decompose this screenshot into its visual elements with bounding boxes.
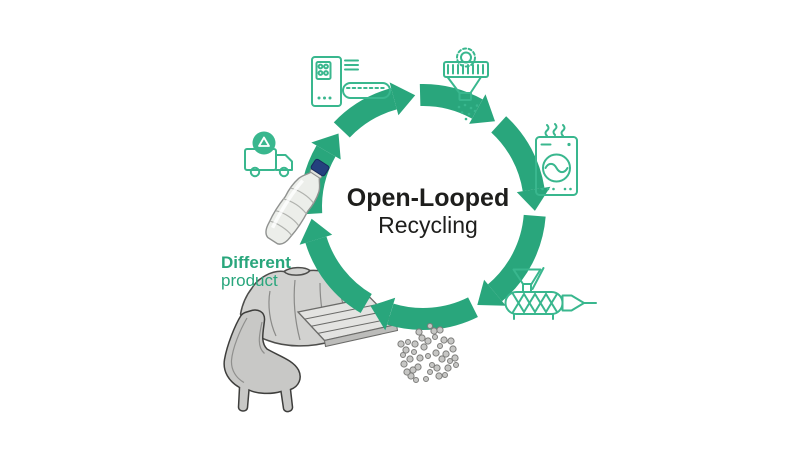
pellet-dot <box>425 353 431 359</box>
loop-arrowhead <box>311 133 341 160</box>
different-product-label-line2: product <box>221 271 278 291</box>
pellet-dot <box>397 340 405 348</box>
pellet-dot <box>403 368 411 376</box>
pellet-dot <box>433 364 441 372</box>
pellet-dot <box>416 354 424 362</box>
loop-arrow-segment <box>419 83 483 119</box>
pellet-dot <box>442 350 450 358</box>
pellet-dot <box>447 337 455 345</box>
loop-arrowhead <box>477 279 506 306</box>
diagram-title-line2: Recycling <box>378 212 478 239</box>
pellet-dot <box>447 358 453 364</box>
pellet-dot <box>444 364 452 372</box>
pellet-dot <box>430 327 438 335</box>
loop-arrowhead <box>299 218 333 245</box>
recycling-loop <box>299 82 551 331</box>
loop-arrow-segment <box>487 214 546 302</box>
pellet-dot <box>423 376 429 382</box>
loop-arrowhead <box>516 186 551 211</box>
pellet-dot <box>427 323 433 329</box>
loop-arrowhead <box>469 94 495 124</box>
pellet-dot <box>437 343 443 349</box>
different-product-label-line1: Different <box>221 253 291 272</box>
pellet-dot <box>436 326 444 334</box>
pellet-dot <box>427 369 433 375</box>
pellet-dot <box>440 336 448 344</box>
pellet-dot <box>411 340 419 348</box>
pellet-dot <box>453 362 459 368</box>
pellet-dot <box>413 377 419 383</box>
pellet-dot <box>402 346 410 354</box>
pellet-dot <box>420 343 428 351</box>
different-product-image <box>223 266 399 413</box>
bottle-cap <box>310 158 330 177</box>
plastic-pellets-image <box>397 323 459 383</box>
steam-icon <box>544 123 566 137</box>
pellet-dot <box>432 349 440 357</box>
pellet-dot <box>400 360 408 368</box>
pellet-dot <box>409 366 417 374</box>
pellet-dot <box>424 337 432 345</box>
pellet-dot <box>449 345 457 353</box>
diagram-title-line1: Open-Looped <box>346 184 510 212</box>
pellet-dot <box>438 355 446 363</box>
pellet-dot <box>442 372 448 378</box>
recycle-symbol-icon <box>258 136 270 147</box>
pellet-dot <box>432 334 438 340</box>
plastic-bottle-image <box>265 158 330 245</box>
pellet-dot <box>418 334 426 342</box>
loop-arrow-segment <box>333 88 398 138</box>
pellet-dot <box>415 328 423 336</box>
diagram-title: Open-Looped Recycling <box>318 184 538 238</box>
pellet-dot <box>405 339 411 345</box>
different-product-label: Different product <box>221 253 291 291</box>
loop-arrow-segment <box>305 236 373 313</box>
loop-arrow-segment <box>491 116 545 192</box>
loop-arrowhead <box>370 297 396 331</box>
pellet-dot <box>411 349 417 355</box>
recycle-badge <box>252 131 276 155</box>
pellet-dot <box>429 362 435 368</box>
recycling-collection-truck-icon <box>244 131 293 178</box>
loop-arrowhead <box>389 82 416 116</box>
pellet-dot <box>435 372 443 380</box>
extruder-icon <box>504 267 597 320</box>
shredder-grinder-icon <box>443 47 489 121</box>
sorting-machine-icon <box>311 56 391 107</box>
pellet-dot <box>406 355 414 363</box>
washing-machine-icon <box>535 123 578 196</box>
loop-arrow-segment <box>387 297 478 330</box>
pellet-dot <box>451 354 459 362</box>
recycled-chair-image <box>223 309 301 413</box>
pellet-dot <box>400 352 406 358</box>
